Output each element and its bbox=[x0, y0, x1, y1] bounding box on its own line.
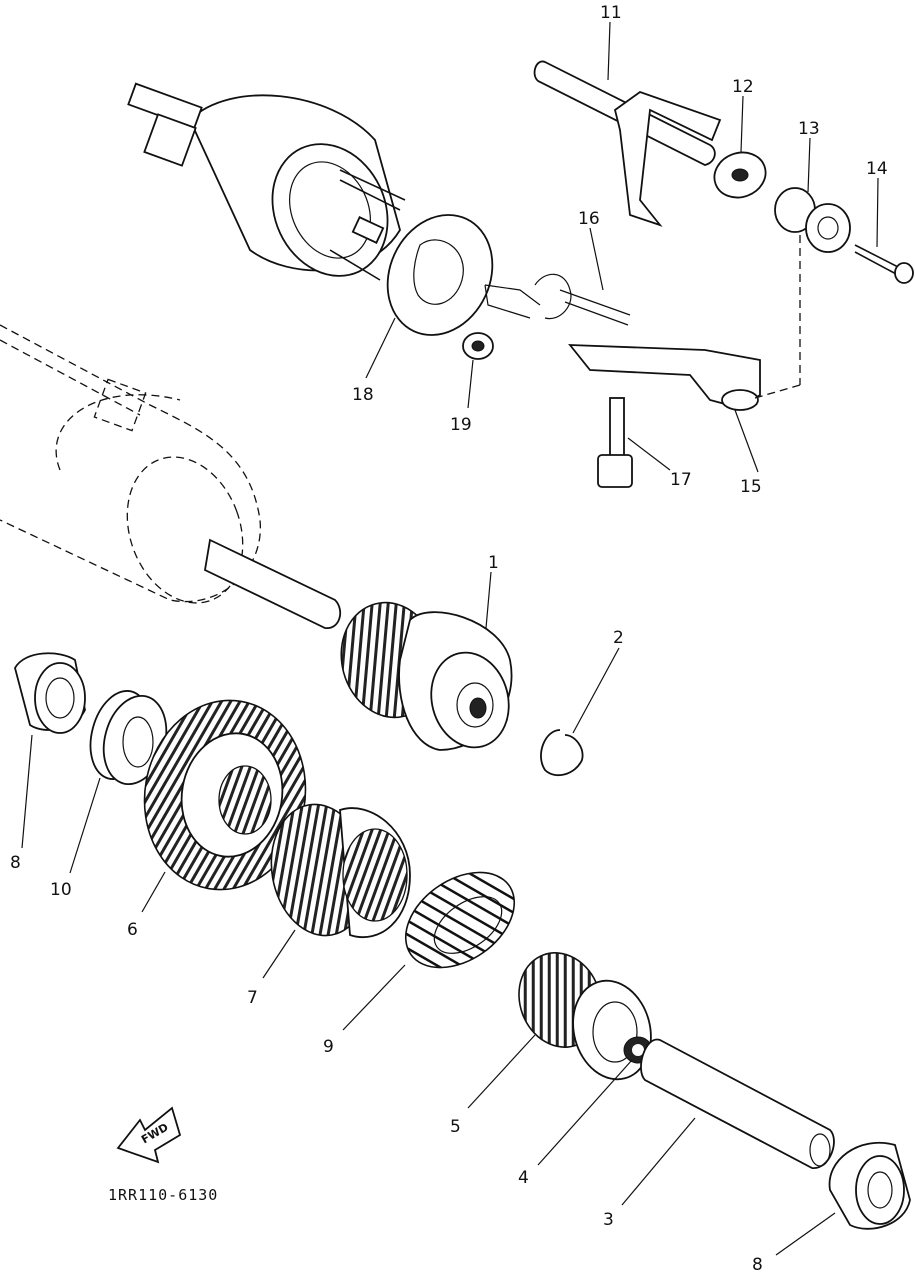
callout-15: 15 bbox=[740, 477, 762, 497]
callout-11: 11 bbox=[600, 3, 622, 23]
starter-solenoid bbox=[127, 82, 406, 281]
nut-part-19 bbox=[462, 332, 494, 360]
gasket-plate-part-18 bbox=[386, 214, 494, 336]
callout-14: 14 bbox=[866, 159, 888, 179]
callout-19: 19 bbox=[450, 415, 472, 435]
lever-part-15 bbox=[568, 344, 761, 411]
collar-part-13 bbox=[774, 187, 851, 253]
spring-part-16 bbox=[484, 273, 631, 326]
callout-16: 16 bbox=[578, 209, 600, 229]
bearing-part-8-left bbox=[14, 652, 86, 734]
callout-labels: 1 2 3 4 5 6 7 8 8 9 10 11 12 13 14 15 16… bbox=[10, 3, 888, 1272]
callout-2: 2 bbox=[613, 628, 624, 648]
starter-clutch-part-1 bbox=[340, 601, 513, 751]
callout-8-right: 8 bbox=[752, 1255, 763, 1272]
callout-6: 6 bbox=[127, 920, 138, 940]
wheel-gear-part-7 bbox=[270, 803, 411, 938]
washer-part-12 bbox=[713, 151, 767, 199]
spring-part-9 bbox=[404, 871, 516, 969]
fwd-arrow-icon: FWD bbox=[116, 1106, 182, 1164]
drawing-code: 1RR110-6130 bbox=[108, 1186, 218, 1204]
shift-fork-part-11 bbox=[533, 60, 722, 227]
callout-5: 5 bbox=[450, 1117, 461, 1137]
pinion-gear-part-5 bbox=[518, 952, 652, 1081]
bearing-part-8-right bbox=[828, 1141, 911, 1230]
shaft-part-3 bbox=[640, 1038, 835, 1169]
callout-8-left: 8 bbox=[10, 853, 21, 873]
leader-lines bbox=[21, 21, 879, 1256]
circlip-part-2 bbox=[540, 729, 584, 777]
callout-4: 4 bbox=[518, 1168, 529, 1188]
callout-9: 9 bbox=[323, 1037, 334, 1057]
starter-motor-outline bbox=[0, 324, 342, 629]
callout-17: 17 bbox=[670, 470, 692, 490]
callout-12: 12 bbox=[732, 77, 754, 97]
bolt-part-17 bbox=[597, 397, 633, 488]
callout-1: 1 bbox=[488, 553, 499, 573]
alignment-lines bbox=[754, 235, 801, 399]
screw-part-14 bbox=[854, 244, 914, 284]
callout-7: 7 bbox=[247, 988, 258, 1008]
callout-13: 13 bbox=[798, 119, 820, 139]
callout-18: 18 bbox=[352, 385, 374, 405]
callout-3: 3 bbox=[603, 1210, 614, 1230]
callout-10: 10 bbox=[50, 880, 72, 900]
